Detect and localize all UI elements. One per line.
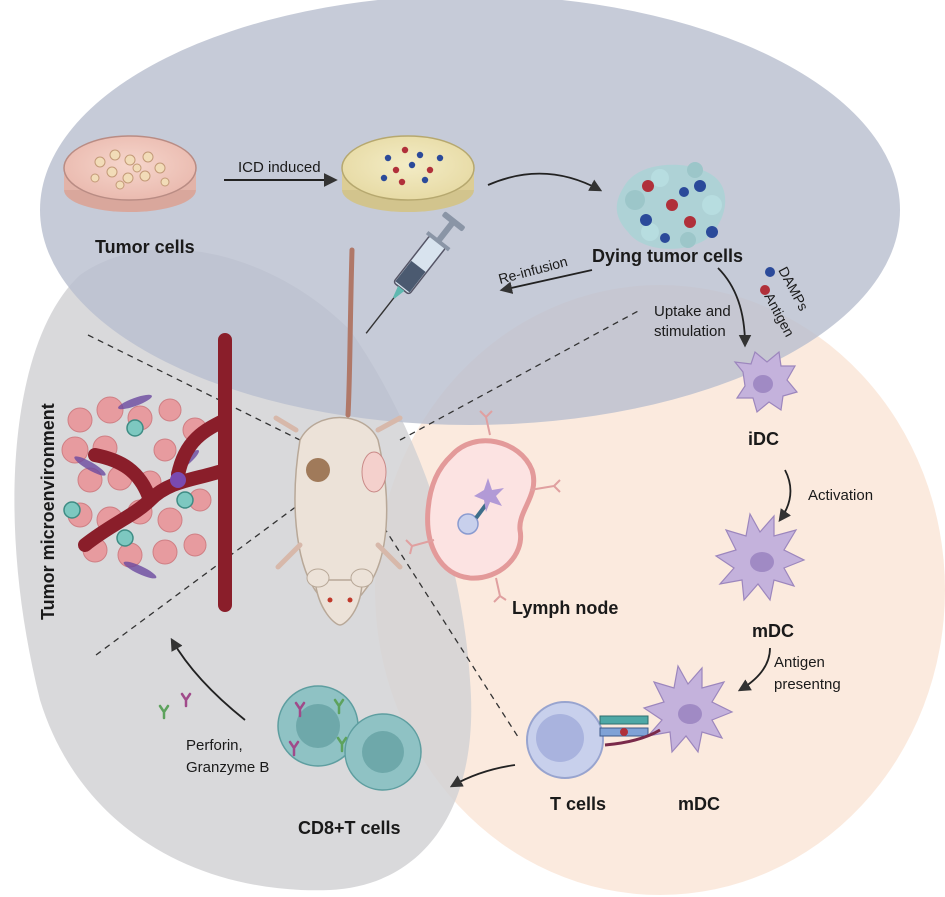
mdc-label-1: mDC	[752, 621, 794, 641]
to-tme-arrow	[170, 637, 246, 721]
mdc-cell-icon	[714, 512, 806, 602]
tumor-cells-label: Tumor cells	[95, 237, 195, 257]
synapse-receptors	[599, 715, 661, 747]
to-cd8-arrow	[449, 764, 516, 788]
damps-legend-dot	[765, 267, 775, 277]
uptake-label-line2: stimulation	[654, 323, 726, 340]
re-infusion-arrow	[499, 269, 593, 294]
t-cells-label: T cells	[550, 794, 606, 814]
dying-tumor-cells-cluster	[616, 162, 726, 249]
tumor-tissue-icon	[61, 333, 232, 612]
perforin-line1: Perforin,	[186, 737, 243, 754]
idc-label: iDC	[748, 429, 779, 449]
syringe-icon	[365, 211, 465, 334]
mouse-icon	[273, 247, 403, 626]
tumor-cells-dish	[63, 135, 197, 212]
mdc-cell-2-icon	[642, 664, 734, 754]
top-region	[40, 0, 900, 425]
antigen-presenting-line2: presentng	[774, 676, 841, 693]
lymph-node-label: Lymph node	[512, 598, 618, 618]
blood-vessel-icon	[78, 333, 232, 612]
activation-arrow	[778, 469, 792, 523]
mdc-label-2: mDC	[678, 794, 720, 814]
activation-label: Activation	[808, 487, 873, 504]
idc-cell-icon	[733, 350, 799, 414]
icd-dish	[341, 135, 475, 212]
antibody-icon	[158, 692, 348, 757]
dashed-guides	[87, 309, 641, 741]
antigen-legend-dot	[760, 285, 770, 295]
uptake-label-line1: Uptake and	[654, 303, 731, 320]
icd-induced-label: ICD induced	[238, 159, 321, 176]
dying-tumor-cells-label: Dying tumor cells	[592, 246, 743, 266]
to-dying-arrow	[487, 172, 603, 192]
perforin-line2: Granzyme B	[186, 759, 269, 776]
tumor-microenvironment-label: Tumor microenvironment	[38, 403, 58, 620]
presenting-arrow	[737, 647, 771, 692]
uptake-arrow	[717, 267, 752, 348]
antigen-presenting-line1: Antigen	[774, 654, 825, 671]
right-region	[375, 285, 945, 895]
lymph-node-icon	[405, 410, 561, 603]
cd8-t-cells-label: CD8+T cells	[298, 818, 401, 838]
t-cell-icon	[526, 701, 604, 779]
